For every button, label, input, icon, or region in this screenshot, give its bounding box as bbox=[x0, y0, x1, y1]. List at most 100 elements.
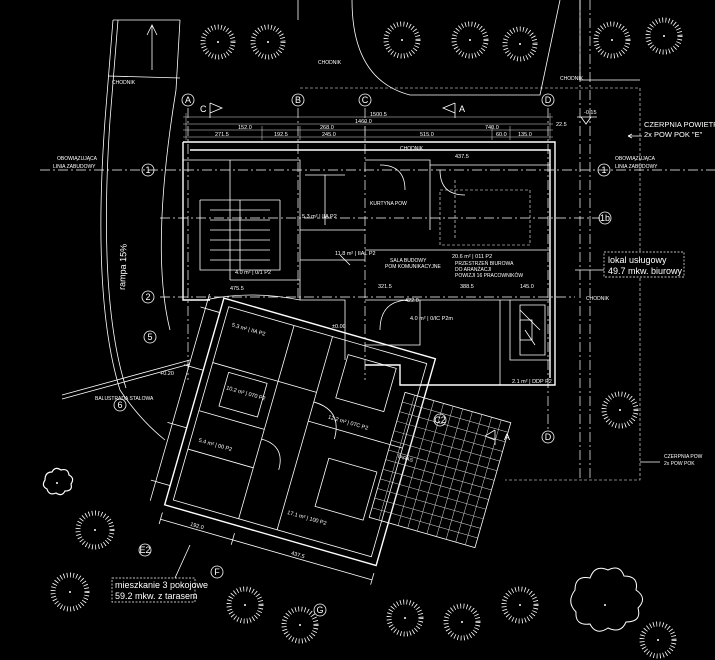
svg-text:D: D bbox=[545, 432, 552, 442]
air-intake-label-4: 2x POW POK bbox=[664, 461, 695, 467]
lokal-info-box: lokal usługowy 49.7 mkw. biurowy bbox=[575, 251, 685, 278]
tree-icon bbox=[645, 17, 683, 55]
ramp-arrow-icon bbox=[146, 24, 158, 70]
elevation-marker-icon bbox=[577, 116, 597, 125]
tree-icon bbox=[50, 572, 90, 612]
svg-text:1500.5: 1500.5 bbox=[370, 112, 387, 118]
tree-icon bbox=[200, 24, 236, 60]
svg-text:A: A bbox=[459, 104, 465, 114]
svg-text:59.2 mkw. z tarasem: 59.2 mkw. z tarasem bbox=[115, 591, 198, 601]
ramp-label-top: CHODNIK bbox=[112, 80, 136, 86]
building-line-right-2: LINIA ZABUDOWY bbox=[615, 164, 658, 170]
dim-mid-f: 475.5 bbox=[230, 286, 244, 292]
sidewalk-edge bbox=[579, 0, 640, 81]
tree-icon bbox=[501, 586, 539, 624]
tree-icon bbox=[601, 391, 639, 429]
svg-text:F: F bbox=[214, 567, 220, 577]
svg-text:245.0: 245.0 bbox=[322, 132, 336, 138]
terrace-paving: TARAS bbox=[368, 391, 512, 549]
ramp-label: rampa 15% bbox=[117, 244, 129, 290]
svg-text:2: 2 bbox=[145, 292, 150, 302]
dim-mid-a: 321.5 bbox=[378, 284, 392, 290]
sidewalk-label-2: CHODNIK bbox=[560, 76, 584, 82]
room-label-7: 4.0 m² | 0/1 P2 bbox=[235, 270, 271, 276]
room-desc-2c: POWIZJI 16 PRACOWNIKÓW bbox=[455, 272, 523, 279]
air-intake-label-2: 2x POW POK "E" bbox=[644, 130, 703, 139]
railing-label: BALUSTRADA STALOWA bbox=[95, 396, 154, 402]
plot-boundary bbox=[300, 87, 641, 481]
svg-text:17.1 m² | 100 P2: 17.1 m² | 100 P2 bbox=[286, 510, 327, 527]
room-desc-1b: POM KOMUNIKACYJNE bbox=[385, 264, 442, 270]
svg-text:C2: C2 bbox=[434, 415, 446, 425]
sidewalk-curb bbox=[297, 0, 561, 96]
building-line-right-1: OBOWIĄZUJĄCA bbox=[615, 156, 656, 162]
dim-mid-e: 437.5 bbox=[455, 154, 469, 160]
svg-text:192.5: 192.5 bbox=[274, 132, 288, 138]
sidewalk-label-4: CHODNIK bbox=[586, 296, 610, 302]
tree-icon bbox=[451, 21, 489, 59]
room-label-9: 2.1 m² | DDP P2 bbox=[512, 379, 552, 385]
tree-icon bbox=[281, 606, 319, 644]
elevation-top: -0.15 bbox=[584, 110, 597, 116]
air-intake-label-3: CZERPNIA POW bbox=[664, 454, 703, 460]
svg-text:192.0: 192.0 bbox=[189, 522, 204, 532]
room-desc-1a: SALA BUDOWY bbox=[390, 258, 427, 264]
elevation-mid: ±0.00 bbox=[332, 324, 346, 330]
dim-mid-b: 388.5 bbox=[460, 284, 474, 290]
svg-text:49.7 mkw. biurowy: 49.7 mkw. biurowy bbox=[608, 266, 683, 276]
room-desc-2b: DO ARANŻACJI bbox=[455, 266, 491, 273]
svg-text:1460.0: 1460.0 bbox=[355, 119, 372, 125]
svg-text:437.5: 437.5 bbox=[290, 551, 305, 561]
svg-text:lokal usługowy: lokal usługowy bbox=[608, 255, 667, 265]
svg-text:5.4 m² | 00 P2: 5.4 m² | 00 P2 bbox=[198, 438, 233, 453]
svg-text:E2: E2 bbox=[139, 545, 150, 555]
svg-text:G: G bbox=[316, 605, 323, 615]
svg-text:TARAS: TARAS bbox=[396, 454, 414, 464]
ramp-edge-outer-2 bbox=[106, 19, 127, 389]
ramp-end bbox=[107, 75, 181, 79]
svg-text:1b: 1b bbox=[600, 213, 610, 223]
tree-icon bbox=[226, 586, 264, 624]
svg-text:1: 1 bbox=[601, 165, 606, 175]
sidewalk-label-3: CHODNIK bbox=[400, 146, 424, 152]
dim-mid-c: 145.0 bbox=[520, 284, 534, 290]
tree-icon bbox=[639, 621, 677, 659]
svg-text:22.5: 22.5 bbox=[556, 122, 567, 128]
ramp-edge-outer bbox=[100, 19, 166, 441]
svg-text:60.0: 60.0 bbox=[496, 132, 507, 138]
top-dimensions: 1500.5 1460.0 152.0 268.0 740.0 271.5 19… bbox=[183, 112, 567, 140]
svg-text:D: D bbox=[545, 95, 552, 105]
tree-icon bbox=[75, 510, 115, 550]
svg-text:6: 6 bbox=[117, 400, 122, 410]
svg-text:268.0: 268.0 bbox=[320, 125, 334, 131]
room-label-3: 4.0 m² | 0/IC P2m bbox=[410, 316, 453, 322]
air-intake-label-1: CZERPNIA POWIETRZA bbox=[644, 120, 715, 129]
stair-text: KURTYNA POW bbox=[370, 201, 407, 207]
sidewalk-label: CHODNIK bbox=[318, 60, 342, 66]
railing bbox=[61, 359, 191, 400]
tree-icon bbox=[593, 21, 631, 59]
room-label-1: 11.8 m² | IIAL P2 bbox=[335, 251, 376, 257]
svg-text:B: B bbox=[295, 95, 301, 105]
tree-cloud-icon bbox=[570, 567, 643, 632]
tree-icons bbox=[42, 17, 683, 659]
tree-icon bbox=[443, 603, 481, 641]
tree-icon bbox=[502, 26, 538, 62]
shrub-icon bbox=[42, 467, 74, 496]
svg-text:5: 5 bbox=[147, 332, 152, 342]
tree-icon bbox=[383, 21, 421, 59]
svg-text:10.2 m² | 070 P2: 10.2 m² | 070 P2 bbox=[225, 385, 266, 402]
svg-text:135.0: 135.0 bbox=[518, 132, 532, 138]
tree-icon bbox=[386, 599, 424, 637]
building-line-left-1: OBOWIĄZUJĄCA bbox=[57, 156, 98, 162]
elevation-left: +0.20 bbox=[160, 371, 174, 377]
svg-text:515.0: 515.0 bbox=[420, 132, 434, 138]
svg-text:152.0: 152.0 bbox=[238, 125, 252, 131]
building-line-left-2: LINIA ZABUDOWY bbox=[53, 164, 96, 170]
ramp-edge-inner bbox=[160, 19, 181, 331]
svg-text:C: C bbox=[200, 104, 207, 114]
dim-mid-g: 422.0 bbox=[405, 298, 419, 304]
mieszkanie-info-box: mieszkanie 3 pokojowe 59.2 mkw. z tarase… bbox=[111, 544, 208, 603]
